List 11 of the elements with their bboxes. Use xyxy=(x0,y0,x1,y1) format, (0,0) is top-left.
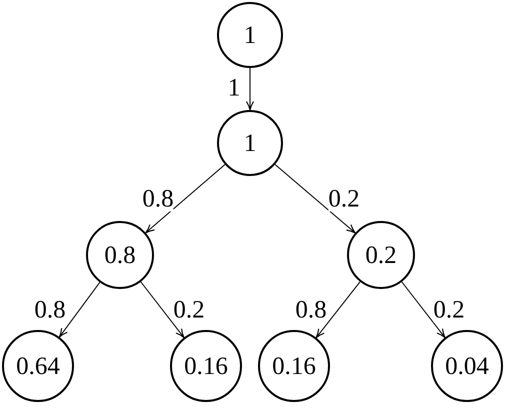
node-value: 0.16 xyxy=(272,354,316,378)
node-value: 0.16 xyxy=(184,354,228,378)
edge-label: 0.2 xyxy=(328,186,360,212)
node-value: 1 xyxy=(244,22,256,48)
node-value: 0.8 xyxy=(104,242,136,268)
edge-label: 0.2 xyxy=(433,298,465,322)
node-value: 0.2 xyxy=(365,242,397,268)
edge-label: 0.8 xyxy=(142,186,174,212)
node-value: 0.04 xyxy=(445,354,489,378)
node-value: 0.64 xyxy=(16,354,60,378)
node-value: 1 xyxy=(244,130,256,156)
